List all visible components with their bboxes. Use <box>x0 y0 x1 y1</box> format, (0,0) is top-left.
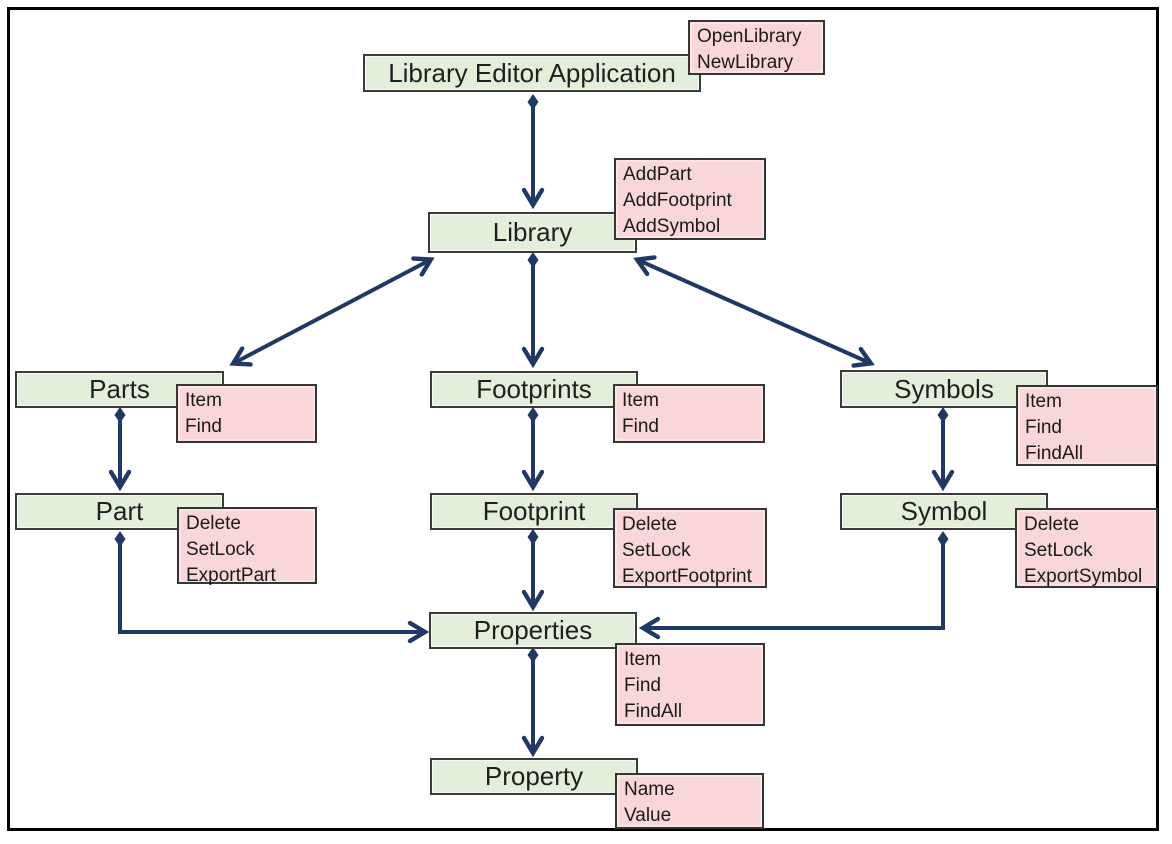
connector-part-properties <box>114 531 430 644</box>
node-footprint: Footprint <box>430 493 638 530</box>
methods-part: Delete SetLock ExportPart <box>177 507 317 586</box>
methods-symbol: Delete SetLock ExportSymbol <box>1015 508 1158 588</box>
node-label: Library <box>492 217 573 247</box>
connector-symbol-properties <box>638 531 949 640</box>
method-item: Delete <box>1024 514 1079 535</box>
methods-library-editor-application: OpenLibrary NewLibrary <box>688 20 825 75</box>
node-properties: Properties <box>429 612 637 649</box>
method-item: Value <box>624 805 672 826</box>
methods-properties: Item Find FindAll <box>615 643 765 726</box>
node-label: Footprint <box>482 496 586 526</box>
method-item: OpenLibrary <box>697 26 802 47</box>
method-item: AddFootprint <box>623 190 732 211</box>
method-item: SetLock <box>186 539 255 560</box>
methods-symbols: Item Find FindAll <box>1016 385 1158 466</box>
node-label: Property <box>484 761 584 791</box>
methods-footprint: Delete SetLock ExportFootprint <box>613 508 767 588</box>
method-item: NewLibrary <box>697 52 794 73</box>
method-item: FindAll <box>1025 443 1084 464</box>
connector-library-symbols <box>633 255 875 368</box>
node-label: Symbols <box>894 373 994 404</box>
node-label: Properties <box>473 615 593 645</box>
node-label: Parts <box>89 374 150 404</box>
method-item: Item <box>622 390 659 411</box>
method-item: Delete <box>186 513 241 534</box>
method-item: ExportPart <box>186 565 276 586</box>
method-item: FindAll <box>624 701 683 722</box>
node-label: Symbol <box>900 496 988 526</box>
method-item: Find <box>1025 417 1062 438</box>
method-item: Find <box>185 416 222 437</box>
method-item: SetLock <box>622 540 691 561</box>
method-item: Find <box>622 416 659 437</box>
method-item: Find <box>624 675 661 696</box>
connector-library-parts <box>229 256 435 367</box>
node-footprints: Footprints <box>430 371 638 408</box>
node-label: Library Editor Application <box>388 57 676 88</box>
method-item: ExportSymbol <box>1024 566 1143 587</box>
method-item: Delete <box>622 514 677 535</box>
node-property: Property <box>430 758 638 795</box>
methods-footprints: Item Find <box>613 384 765 443</box>
node-library: Library <box>428 212 637 253</box>
node-library-editor-application: Library Editor Application <box>363 54 701 92</box>
node-symbols: Symbols <box>840 370 1048 408</box>
methods-parts: Item Find <box>176 384 317 443</box>
node-label: Footprints <box>476 374 592 404</box>
method-item: Name <box>624 779 675 800</box>
methods-property: Name Value <box>615 773 764 829</box>
method-item: Item <box>1025 391 1062 412</box>
method-item: Item <box>185 390 222 411</box>
method-item: ExportFootprint <box>622 566 752 587</box>
node-label: Part <box>95 496 144 526</box>
method-item: SetLock <box>1024 540 1093 561</box>
methods-library: AddPart AddFootprint AddSymbol <box>614 158 766 240</box>
method-item: AddSymbol <box>623 216 721 237</box>
method-item: Item <box>624 649 661 670</box>
method-item: AddPart <box>623 164 692 185</box>
